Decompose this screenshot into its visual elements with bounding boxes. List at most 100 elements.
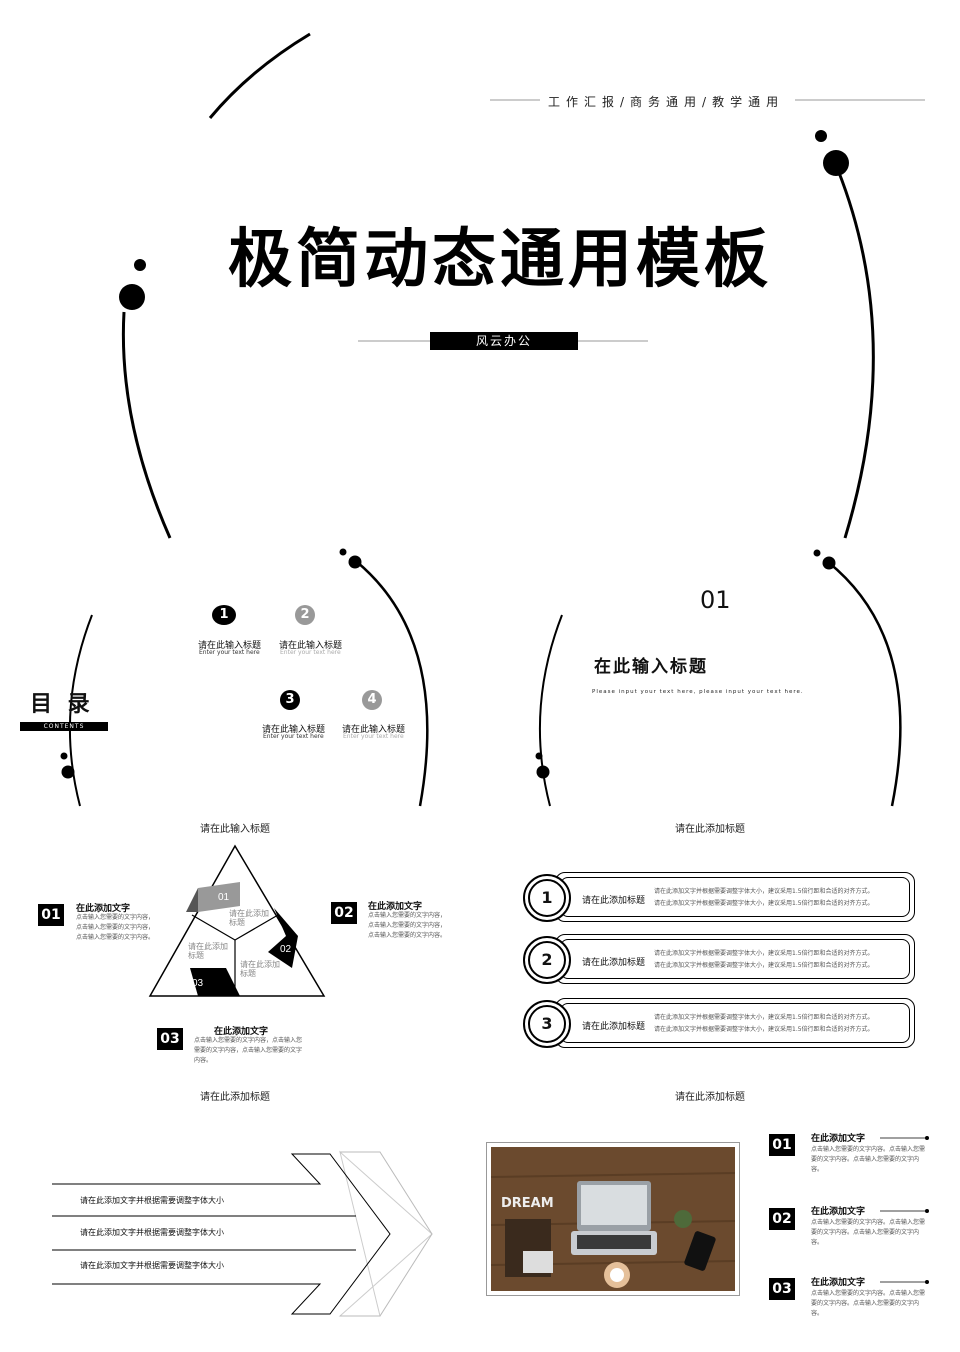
list-row-1-line2: 请在此添加文字并根据需要调整字体大小，建议采用1.5倍行距和合适的对齐方式。 [654, 900, 874, 907]
dot-large-left [119, 284, 145, 310]
triangle-inner-text-3: 请在此添加标题 [240, 960, 280, 978]
list-row-2-number: 2 [528, 941, 566, 979]
toc-dot-small [339, 548, 347, 556]
list-row-3-number: 3 [528, 1005, 566, 1043]
triangle-inner-text-1: 请在此添加标题 [229, 909, 269, 927]
photo-item-1-badge: 01 [769, 1134, 795, 1156]
section-arc-right [827, 561, 902, 807]
photo-item-1-rule [880, 1136, 929, 1140]
triangle-divider-right [234, 914, 279, 941]
top-arc [208, 32, 311, 119]
list-row-3-line2: 请在此添加文字并根据需要调整字体大小，建议采用1.5倍行距和合适的对齐方式。 [654, 1026, 874, 1033]
dot-small-left [134, 259, 146, 271]
triangle-item-1-title: 在此添加文字 [76, 904, 131, 914]
photo-slide-caption: 请在此添加标题 [675, 1092, 745, 1103]
arrow-back-outline [340, 1151, 433, 1317]
dot-small-right [815, 130, 827, 142]
list-row-3 [555, 998, 915, 1048]
toc-arc-left [68, 614, 93, 807]
photo-item-3-body: 点击输入您需要的文字内容。点击输入您需要的文字内容。点击输入您需要的文字内容。 [811, 1290, 926, 1317]
section-dot-small [813, 549, 821, 557]
dot-large-right [823, 150, 849, 176]
triangle-item-2-badge: 02 [331, 902, 357, 924]
section-dot-large-left [536, 765, 550, 779]
triangle-item-1-body: 点击输入您需要的文字内容，点击输入您需要的文字内容，点击输入您需要的文字内容。 [76, 914, 155, 941]
triangle-item-1-badge: 01 [38, 904, 64, 926]
toc-item-1-title[interactable]: 请在此输入标题 [198, 641, 262, 651]
toc-arc-right [356, 561, 429, 807]
photo-word: DREAM [501, 1196, 554, 1211]
triangle-item-2-body: 点击输入您需要的文字内容，点击输入您需要的文字内容，点击输入您需要的文字内容。 [368, 912, 447, 939]
triangle-slide-caption: 请在此输入标题 [200, 824, 270, 835]
phone [684, 1231, 716, 1271]
triangle-arrow-03 [190, 968, 240, 996]
triangle-arrow-02 [268, 908, 298, 968]
cover-title: 极简动态通用模板 [228, 222, 772, 297]
left-arc [121, 311, 172, 539]
list-row-2 [555, 934, 915, 984]
tagline: 工作汇报/商务通用/教学通用 [548, 95, 785, 109]
list-row-1 [555, 872, 915, 922]
toc-item-2-sub: Enter your text here [280, 649, 341, 656]
section-decor [535, 549, 902, 807]
right-arc [836, 169, 875, 539]
list-row-3-title: 请在此添加标题 [582, 1022, 646, 1032]
photo-item-2-badge: 02 [769, 1208, 795, 1230]
arrow-outline [52, 1153, 391, 1315]
toc-item-1-number: 1 [212, 605, 236, 625]
toc-item-4-number: 4 [362, 690, 382, 710]
triangle-inner-text-2: 请在此添加标题 [188, 942, 228, 960]
triangle-item-3-badge: 03 [157, 1028, 183, 1050]
list-slide-caption: 请在此添加标题 [675, 824, 745, 835]
triangle-label-01: 01 [218, 892, 230, 903]
section-number: 01 [700, 586, 731, 614]
photo-item-2-rule [880, 1209, 929, 1213]
section-arc-left [538, 614, 563, 807]
triangle-arrow-01-fold [186, 888, 198, 912]
section-title[interactable]: 在此输入标题 [594, 657, 708, 677]
toc-contents-label: CONTENTS [20, 722, 108, 731]
triangle-label-02: 02 [280, 944, 292, 955]
section-subtitle: Please input your text here, please inpu… [592, 689, 804, 695]
photo-item-1-body: 点击输入您需要的文字内容。点击输入您需要的文字内容。点击输入您需要的文字内容。 [811, 1146, 926, 1173]
arrow-slide-caption: 请在此添加标题 [200, 1092, 270, 1103]
photo-item-1-title: 在此添加文字 [811, 1134, 866, 1144]
list-row-2-title: 请在此添加标题 [582, 958, 646, 968]
list-row-2-line2: 请在此添加文字并根据需要调整字体大小，建议采用1.5倍行距和合适的对齐方式。 [654, 962, 874, 969]
toc-item-1-sub: Enter your text here [199, 649, 260, 656]
toc-dot-large [348, 555, 362, 569]
desk-photo: DREAM [490, 1147, 736, 1291]
triangle-divider-left [191, 914, 236, 941]
toc-item-3-title[interactable]: 请在此输入标题 [262, 725, 326, 735]
photo-frame: DREAM [486, 1142, 740, 1296]
toc-item-4-title[interactable]: 请在此输入标题 [342, 725, 406, 735]
toc-item-4-sub: Enter your text here [343, 733, 404, 740]
photo-item-2-body: 点击输入您需要的文字内容。点击输入您需要的文字内容。点击输入您需要的文字内容。 [811, 1219, 926, 1246]
triangle-item-3-body: 点击输入您需要的文字内容，点击输入您需要的文字内容，点击输入您需要的文字内容。 [194, 1037, 303, 1064]
photo-item-3-rule [880, 1280, 929, 1284]
list-row-1-line1: 请在此添加文字并根据需要调整字体大小，建议采用1.5倍行距和合适的对齐方式。 [654, 888, 874, 895]
list-row-2-line1: 请在此添加文字并根据需要调整字体大小，建议采用1.5倍行距和合适的对齐方式。 [654, 950, 874, 957]
toc-title: 目 录 [30, 692, 94, 717]
list-row-1-number: 1 [528, 879, 566, 917]
toc-item-2-title[interactable]: 请在此输入标题 [279, 641, 343, 651]
triangle-diagram: 01 02 03 [148, 844, 326, 997]
section-dot-large [822, 556, 836, 570]
arrow-graphic [52, 1150, 433, 1317]
list-row-3-line1: 请在此添加文字并根据需要调整字体大小，建议采用1.5倍行距和合适的对齐方式。 [654, 1014, 874, 1021]
arrow-line-1: 请在此添加文字并根据需要调整字体大小 [80, 1196, 224, 1205]
cover-decor-arcs [119, 32, 925, 539]
triangle-item-2-title: 在此添加文字 [368, 902, 423, 912]
toc-item-3-number: 3 [280, 690, 300, 710]
toc-item-2-number: 2 [295, 605, 315, 625]
arrow-line-2: 请在此添加文字并根据需要调整字体大小 [80, 1228, 224, 1237]
cover-subtitle-pill: 风云办公 [430, 332, 578, 350]
toc-dot-small-left [60, 752, 68, 760]
arrow-back-chevron [338, 1150, 433, 1317]
toc-dot-large-left [61, 765, 75, 779]
photo-item-2-title: 在此添加文字 [811, 1207, 866, 1217]
toc-item-3-sub: Enter your text here [263, 733, 324, 740]
triangle-item-3-title: 在此添加文字 [214, 1027, 269, 1037]
plant [674, 1210, 692, 1228]
list-row-1-title: 请在此添加标题 [582, 896, 646, 906]
